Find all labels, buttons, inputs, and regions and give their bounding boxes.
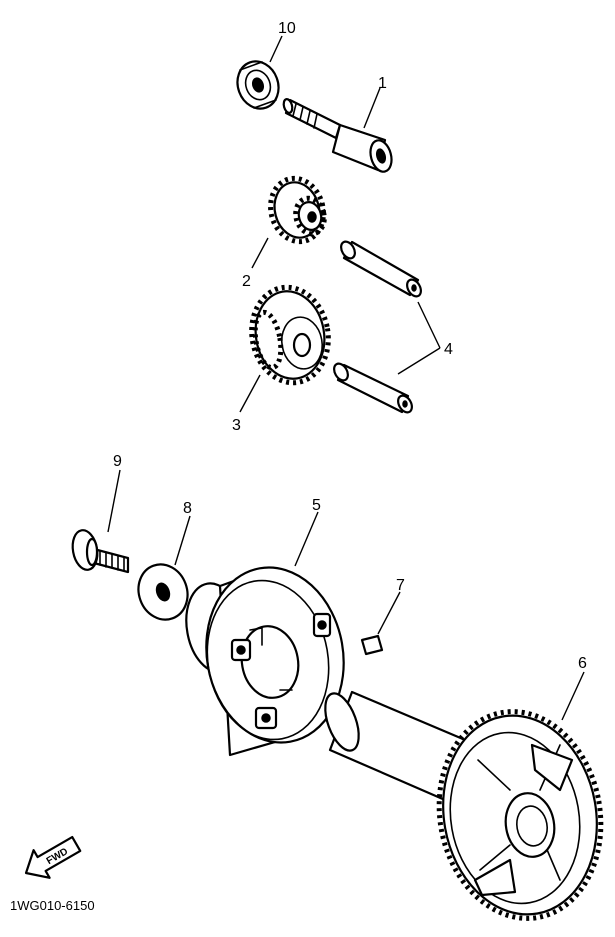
callout-10: 10 [278,20,296,37]
fwd-arrow-icon: FWD [24,835,82,879]
part-1-shaft [282,98,393,173]
part-7-key [360,634,384,656]
clutch-roller-slot [312,612,332,638]
callout-4: 4 [444,341,453,358]
callout-7: 7 [396,577,405,594]
diagram-code: 1WG010-6150 [10,898,95,913]
part-9-bolt [71,529,130,574]
part-8-washer [137,563,189,621]
callout-9: 9 [113,453,122,470]
callout-6: 6 [578,655,587,672]
callout-labels: 10 1 2 4 3 9 8 5 7 6 [113,20,587,672]
part-5-starter-clutch [185,566,345,757]
part-3-gear [249,284,331,386]
clutch-roller-slot [254,706,278,730]
callout-2: 2 [242,273,251,290]
part-2-gear [268,175,327,245]
callout-8: 8 [183,500,192,517]
callout-3: 3 [232,417,241,434]
callout-1: 1 [378,75,387,92]
part-6-gear-wheel [436,709,604,921]
part-4-pins [333,240,422,414]
leader-lines [107,35,585,721]
part-10-bearing [236,60,280,110]
clutch-roller-slot [230,638,252,662]
callout-5: 5 [312,497,321,514]
